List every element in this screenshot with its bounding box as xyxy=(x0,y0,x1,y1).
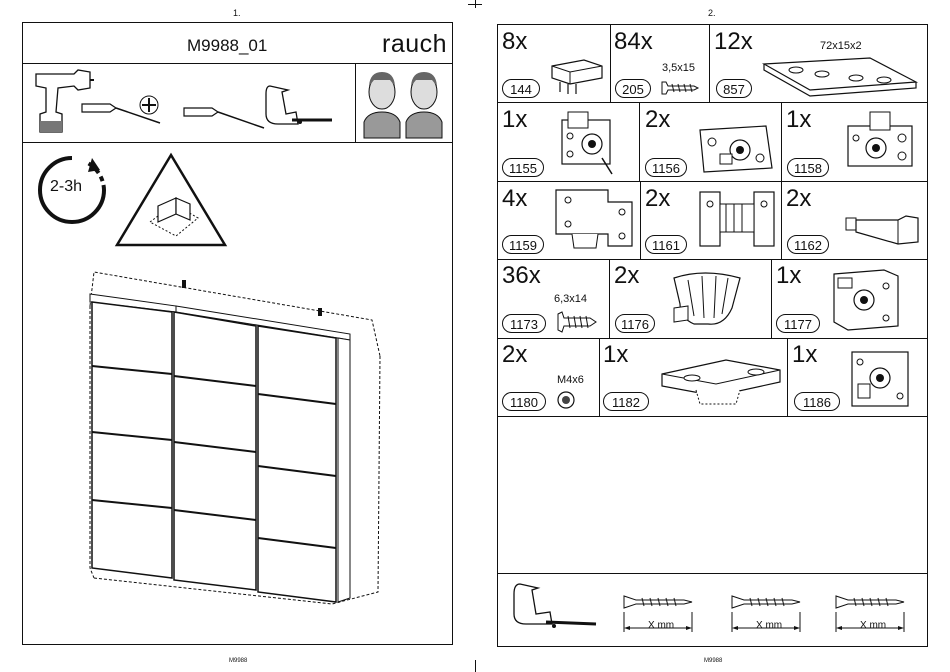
model-title: M9988_01 xyxy=(187,36,267,56)
part-code: 1161 xyxy=(645,235,687,254)
guide-bracket-icon xyxy=(694,186,778,256)
part-dimension: M4x6 xyxy=(557,374,584,386)
row-divider-5 xyxy=(497,416,928,417)
brand-logo: rauch xyxy=(382,30,447,59)
part-qty: 8x xyxy=(502,30,527,54)
col-divider xyxy=(610,24,611,102)
col-divider xyxy=(787,338,788,416)
part-qty: 1x xyxy=(502,108,527,132)
right-footer: M9988 xyxy=(704,658,722,664)
connector-plate-icon xyxy=(760,56,920,98)
col-divider xyxy=(781,102,782,181)
part-code: 1186 xyxy=(794,392,840,411)
crop-mark-top-h xyxy=(468,4,482,5)
roller-mechanism-icon xyxy=(840,108,920,180)
flat-screwdriver-icon xyxy=(182,104,272,134)
left-divider-v xyxy=(355,63,356,142)
row-divider-2 xyxy=(497,181,928,182)
part-qty: 1x xyxy=(792,343,817,367)
part-code: 205 xyxy=(615,79,651,98)
part-qty: 2x xyxy=(502,343,527,367)
tape-measure-icon xyxy=(510,578,600,638)
roller-mechanism-icon xyxy=(846,344,916,414)
col-divider xyxy=(599,338,600,416)
part-code: 1180 xyxy=(502,392,546,411)
part-qty: 36x xyxy=(502,264,541,288)
roller-mechanism-icon xyxy=(696,122,776,178)
part-code: 1182 xyxy=(603,392,649,411)
crop-mark-bottom xyxy=(475,660,476,672)
part-code: 1176 xyxy=(615,314,655,333)
guide-clip-icon xyxy=(664,268,748,334)
part-qty: 84x xyxy=(614,30,653,54)
left-page-number: 1. xyxy=(233,8,241,18)
row-divider-6 xyxy=(497,573,928,574)
part-code: 1173 xyxy=(502,314,546,333)
part-code: 1158 xyxy=(787,158,829,177)
col-divider xyxy=(639,102,640,181)
measure-label: X mm xyxy=(756,620,782,631)
row-divider-3 xyxy=(497,259,928,260)
part-qty: 2x xyxy=(614,264,639,288)
two-workers-icon xyxy=(360,66,450,140)
end-cap-part-icon xyxy=(546,52,606,98)
part-qty: 1x xyxy=(776,264,801,288)
left-divider-2 xyxy=(22,142,453,143)
part-qty: 2x xyxy=(645,187,670,211)
part-code: 1155 xyxy=(502,158,544,177)
duration-label: 2-3h xyxy=(50,178,82,196)
screw-icon xyxy=(556,310,600,334)
part-dimension: 6,3x14 xyxy=(554,293,587,305)
part-dimension: 3,5x15 xyxy=(662,62,695,74)
left-divider-1 xyxy=(22,63,453,64)
row-divider-4 xyxy=(497,338,928,339)
col-divider xyxy=(781,181,782,259)
part-code: 1156 xyxy=(645,158,687,177)
part-qty: 2x xyxy=(645,108,670,132)
tape-measure-icon xyxy=(262,80,338,136)
part-qty: 4x xyxy=(502,187,527,211)
col-divider xyxy=(640,181,641,259)
wardrobe-illustration xyxy=(80,268,400,608)
right-page-number: 2. xyxy=(708,8,716,18)
bolt-icon xyxy=(556,390,578,412)
part-qty: 2x xyxy=(786,187,811,211)
measure-label: X mm xyxy=(860,620,886,631)
measure-label: X mm xyxy=(648,620,674,631)
roller-mechanism-icon xyxy=(554,108,624,178)
guide-bracket-icon xyxy=(552,186,636,256)
left-footer: M9988 xyxy=(229,658,247,664)
part-qty: 1x xyxy=(603,343,628,367)
screw-small-icon xyxy=(660,80,700,96)
col-divider xyxy=(771,259,772,338)
part-code: 144 xyxy=(502,79,540,98)
part-dimension: 72x15x2 xyxy=(820,40,862,52)
top-guide-icon xyxy=(656,354,786,410)
col-divider xyxy=(709,24,710,102)
part-code: 1159 xyxy=(502,235,544,254)
part-qty: 12x xyxy=(714,30,753,54)
part-code: 1177 xyxy=(776,314,820,333)
part-code: 1162 xyxy=(787,235,829,254)
stopper-icon xyxy=(842,212,922,252)
roller-mechanism-icon xyxy=(828,266,908,336)
part-qty: 1x xyxy=(786,108,811,132)
row-divider-1 xyxy=(497,102,928,103)
phillips-head-icon xyxy=(138,94,160,116)
part-code: 857 xyxy=(716,79,752,98)
floor-protection-warning-icon xyxy=(114,152,228,248)
col-divider xyxy=(609,259,610,338)
